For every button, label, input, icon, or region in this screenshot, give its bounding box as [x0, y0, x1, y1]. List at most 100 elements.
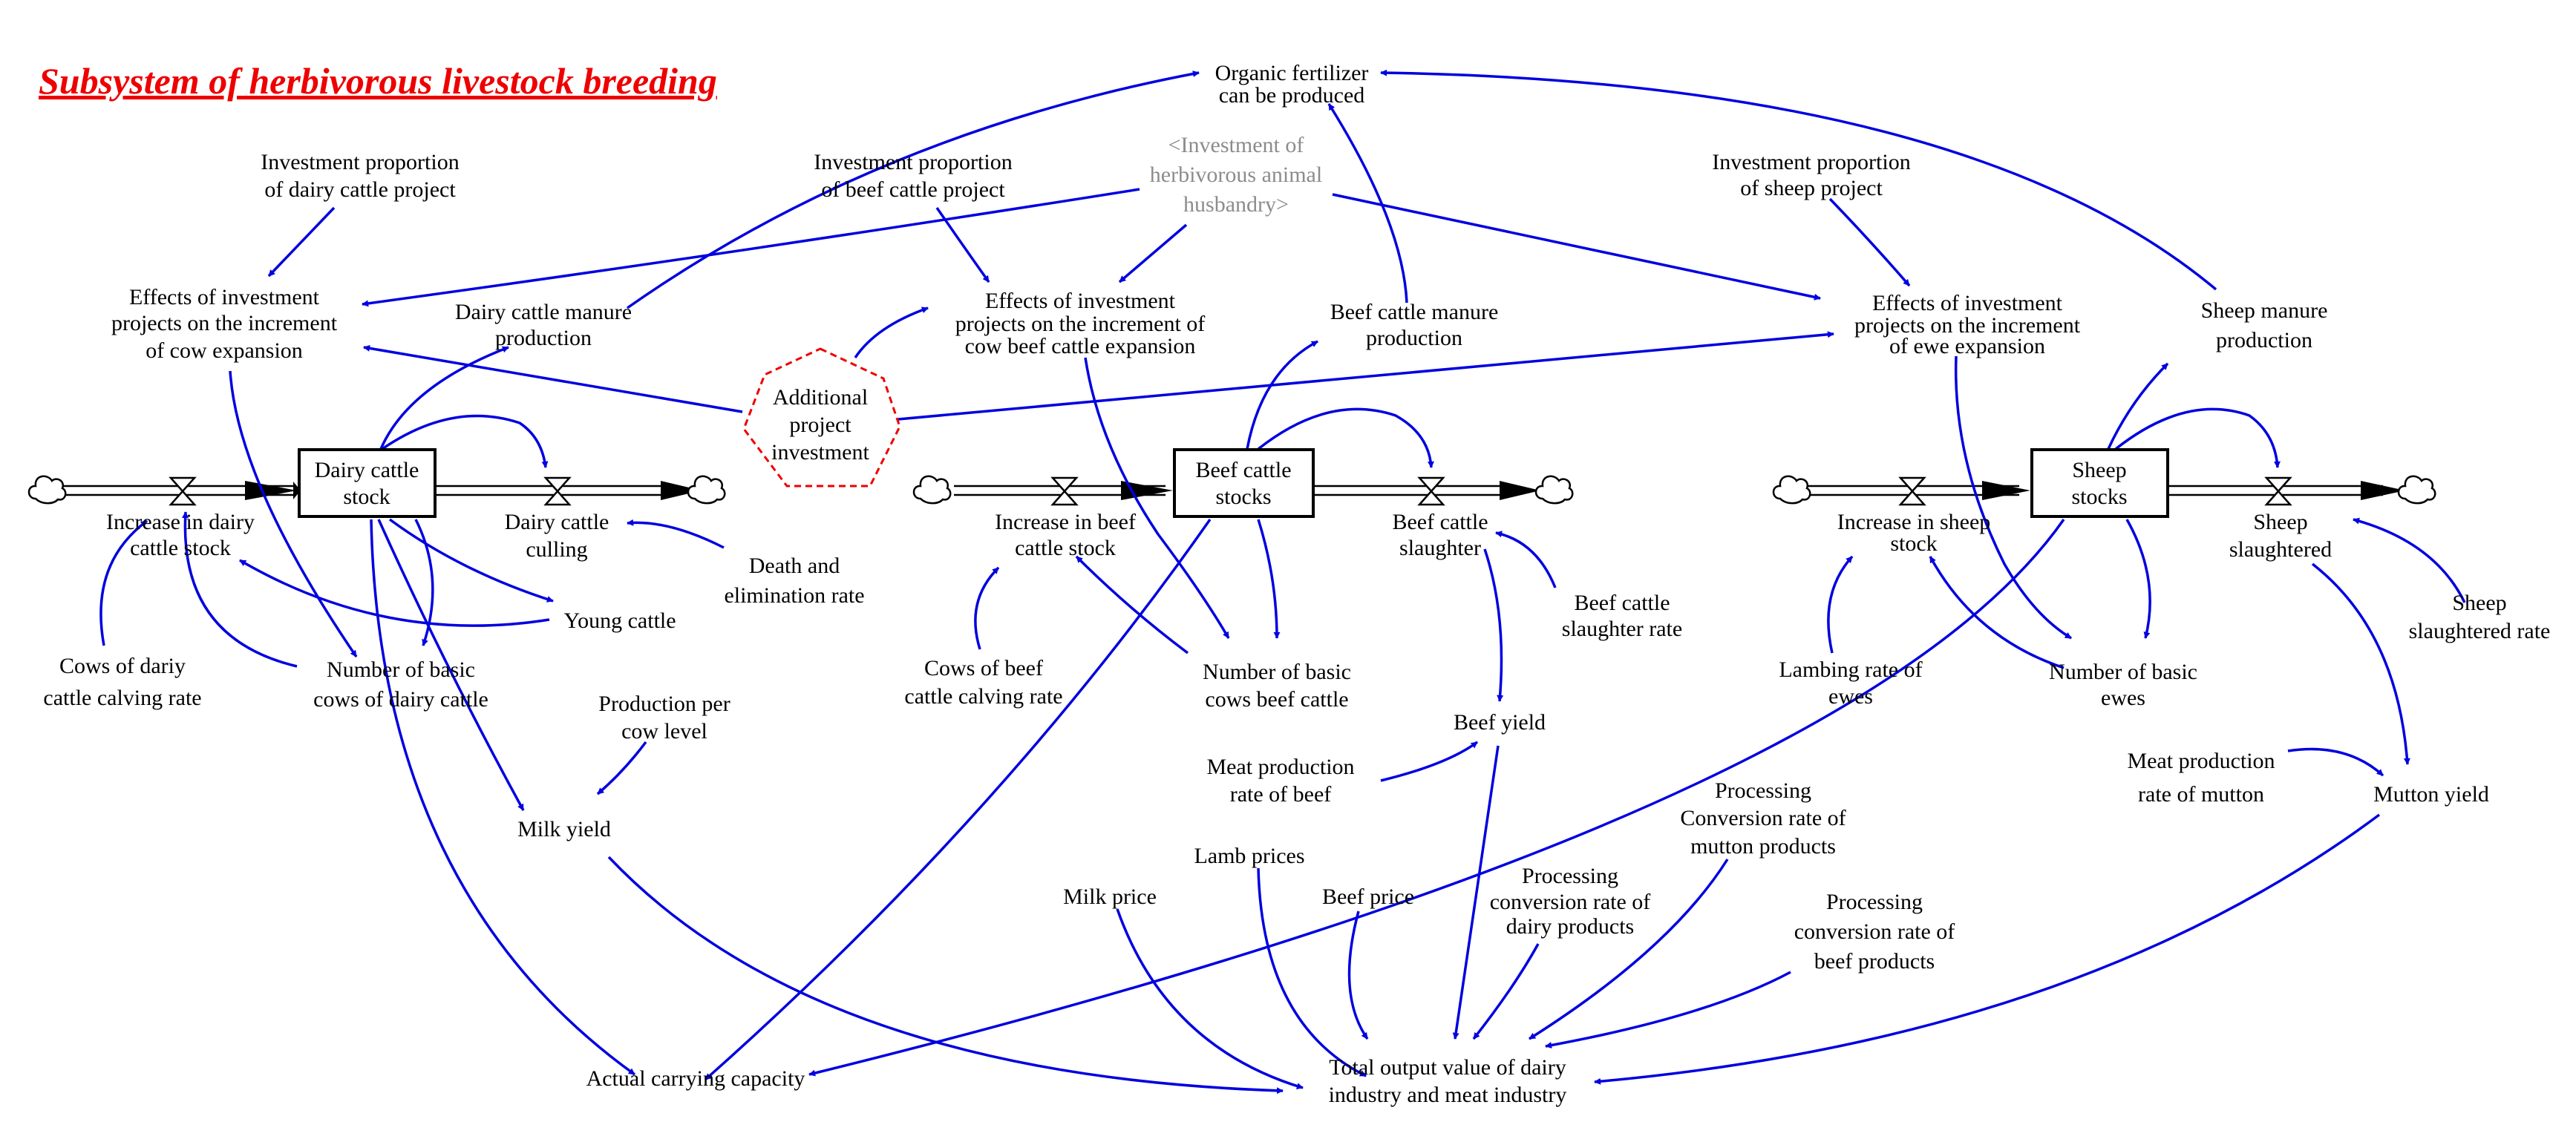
stock-dairy-line2: stock	[343, 485, 390, 509]
death-rate-label: Death and	[749, 554, 840, 578]
inv-prop-beef-label: Investment proportion	[814, 150, 1012, 174]
production-per-cow-label: Production per	[598, 692, 730, 716]
cloud-sink-dairy-icon	[687, 475, 726, 505]
additional-project-investment[interactable]: Additional project investment	[742, 347, 901, 488]
dairy-manure-label-2: production	[495, 326, 592, 350]
total-output-label-2: industry and meat industry	[1329, 1083, 1567, 1107]
sheep-manure-label: Sheep manure	[2201, 298, 2328, 323]
proc-mutton-label-3: mutton products	[1690, 834, 1836, 859]
dairy-manure-label: Dairy cattle manure	[455, 300, 632, 324]
carrying-capacity-label: Actual carrying capacity	[586, 1066, 805, 1091]
additional-investment-line3: investment	[771, 440, 869, 465]
increase-dairy-label: Increase in dairy	[106, 510, 255, 534]
stock-dairy-line1: Dairy cattle	[315, 458, 419, 482]
proc-dairy-label: Processing	[1522, 864, 1618, 888]
young-cattle-label: Young cattle	[563, 608, 676, 633]
meat-rate-mutton-label: Meat production	[2127, 749, 2275, 773]
effects-beef-label-2: projects on the increment of	[955, 312, 1206, 336]
inv-prop-sheep-label: Investment proportion	[1712, 150, 1910, 174]
additional-investment-line1: Additional	[773, 385, 868, 410]
milk-price-label: Milk price	[1063, 885, 1157, 909]
proc-beef-label: Processing	[1826, 890, 1923, 914]
production-per-cow-label-2: cow level	[621, 719, 707, 744]
inv-prop-dairy-label-2: of dairy cattle project	[264, 177, 456, 202]
effects-ewe-label-2: projects on the increment	[1854, 313, 2081, 338]
cloud-source-dairy-icon	[27, 475, 67, 505]
sheep-manure-label-2: production	[2216, 328, 2312, 352]
organic-fertilizer-label-2: can be produced	[1219, 83, 1365, 108]
proc-mutton-label-2: Conversion rate of	[1680, 806, 1846, 830]
valve-sheep-slaughtered-icon	[2264, 476, 2292, 506]
death-rate-label-2: elimination rate	[724, 583, 864, 608]
inv-prop-sheep-label-2: of sheep project	[1740, 176, 1883, 200]
basic-cows-beef-label: Number of basic	[1203, 660, 1351, 684]
cloud-sink-sheep-icon	[2397, 475, 2436, 505]
investment-shadow-label-2: herbivorous animal	[1150, 163, 1322, 187]
beef-yield-label: Beef yield	[1454, 710, 1546, 735]
stock-dairy-cattle[interactable]: Dairy cattle stock	[298, 448, 437, 518]
valve-increase-beef-icon	[1050, 476, 1079, 506]
diagram-title: Subsystem of herbivorous livestock breed…	[39, 60, 717, 102]
cows-dairy-calving-label-2: cattle calving rate	[43, 686, 201, 710]
stock-sheep-line2: stocks	[2072, 485, 2128, 509]
sheep-slaughtered-label-2: slaughtered	[2229, 537, 2332, 562]
stock-sheep[interactable]: Sheep stocks	[2030, 448, 2169, 518]
variable-labels: Organic fertilizer can be produced <Inve…	[43, 61, 2550, 1107]
beef-slaughter-label-2: slaughter	[1399, 536, 1481, 560]
additional-investment-line2: project	[789, 413, 851, 437]
basic-ewes-label-2: ewes	[2101, 686, 2145, 710]
beef-slaughter-rate-label-2: slaughter rate	[1562, 617, 1682, 641]
increase-dairy-label-2: cattle stock	[130, 536, 231, 560]
beef-manure-label-2: production	[1366, 326, 1462, 350]
dairy-culling-label: Dairy cattle	[505, 510, 609, 534]
investment-shadow-label-3: husbandry>	[1183, 192, 1289, 217]
inv-prop-dairy-label: Investment proportion	[261, 150, 459, 174]
basic-ewes-label: Number of basic	[2049, 660, 2197, 684]
meat-rate-beef-label: Meat production	[1206, 755, 1354, 779]
sheep-slaughtered-rate-label: Sheep	[2452, 591, 2506, 615]
organic-fertilizer-label: Organic fertilizer	[1215, 61, 1369, 85]
effects-beef-label: Effects of investment	[985, 289, 1176, 313]
cloud-sink-beef-icon	[1534, 475, 1574, 505]
lambing-rate-label: Lambing rate of	[1779, 657, 1922, 682]
proc-dairy-label-3: dairy products	[1506, 914, 1634, 939]
stock-sheep-line1: Sheep	[2072, 458, 2126, 482]
sheep-slaughtered-label: Sheep	[2253, 510, 2307, 534]
dairy-culling-label-2: culling	[526, 537, 587, 562]
valve-increase-sheep-icon	[1898, 476, 1926, 506]
basic-cows-dairy-label: Number of basic	[327, 657, 475, 682]
valve-dairy-culling-icon	[543, 476, 572, 506]
stock-beef-line1: Beef cattle	[1195, 458, 1291, 482]
effects-cow-label: Effects of investment	[129, 285, 320, 309]
lamb-prices-label: Lamb prices	[1194, 844, 1304, 868]
sheep-slaughtered-rate-label-2: slaughtered rate	[2409, 619, 2551, 643]
valve-increase-dairy-icon	[169, 476, 197, 506]
stock-beef-cattle[interactable]: Beef cattle stocks	[1173, 448, 1315, 518]
meat-rate-mutton-label-2: rate of mutton	[2138, 782, 2264, 807]
milk-yield-label: Milk yield	[517, 817, 611, 841]
beef-price-label: Beef price	[1322, 885, 1414, 909]
proc-mutton-label: Processing	[1715, 778, 1811, 803]
stock-beef-line2: stocks	[1216, 485, 1272, 509]
valve-beef-slaughter-icon	[1417, 476, 1445, 506]
meat-rate-beef-label-2: rate of beef	[1230, 782, 1332, 807]
cows-beef-calving-label: Cows of beef	[924, 656, 1043, 680]
mutton-yield-label: Mutton yield	[2373, 782, 2489, 807]
effects-beef-label-3: cow beef cattle expansion	[965, 334, 1196, 358]
increase-sheep-label: Increase in sheep	[1837, 510, 1991, 534]
effects-cow-label-3: of cow expansion	[146, 338, 303, 363]
effects-ewe-label: Effects of investment	[1872, 291, 2063, 315]
investment-shadow-label: <Investment of	[1168, 133, 1304, 157]
beef-manure-label: Beef cattle manure	[1330, 300, 1499, 324]
effects-cow-label-2: projects on the increment	[111, 311, 338, 335]
lambing-rate-label-2: ewes	[1828, 684, 1873, 709]
beef-slaughter-rate-label: Beef cattle	[1574, 591, 1670, 615]
effects-ewe-label-3: of ewe expansion	[1889, 334, 2045, 358]
basic-cows-dairy-label-2: cows of dairy cattle	[313, 687, 488, 712]
cows-dairy-calving-label: Cows of dariy	[59, 654, 186, 678]
causal-links	[99, 69, 2466, 1095]
inv-prop-beef-label-2: of beef cattle project	[821, 177, 1005, 202]
increase-beef-label-2: cattle stock	[1015, 536, 1116, 560]
proc-dairy-label-2: conversion rate of	[1490, 890, 1651, 914]
